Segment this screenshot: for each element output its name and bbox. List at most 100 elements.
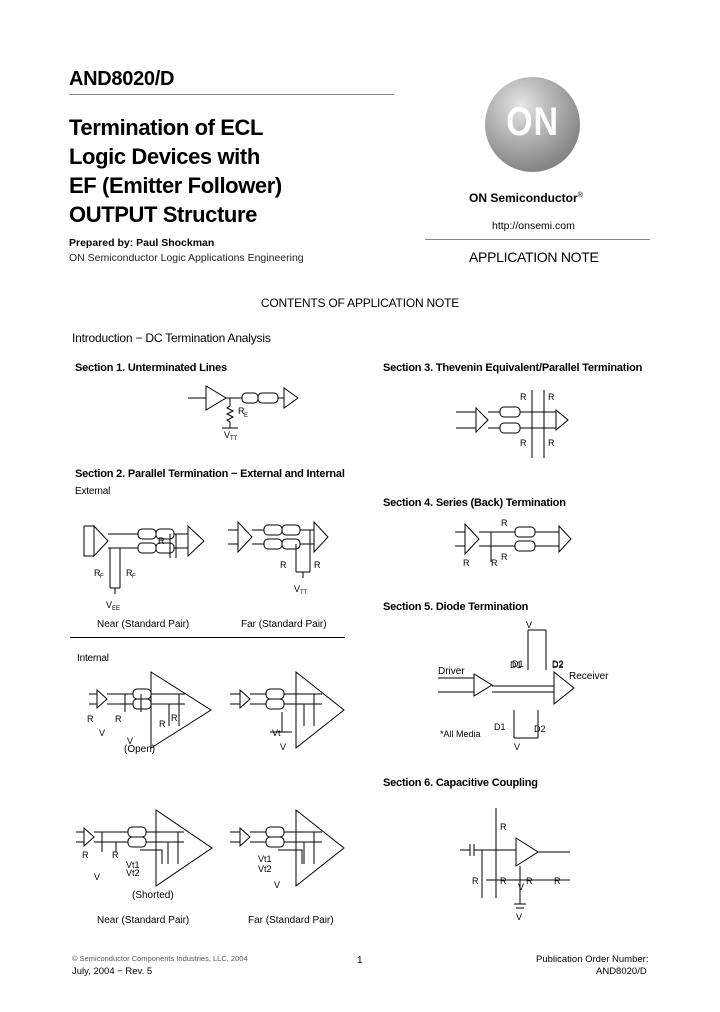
- svg-text:R: R: [548, 438, 555, 448]
- document-title: Termination of ECL Logic Devices with EF…: [69, 115, 282, 227]
- copyright-line: © Semiconductor Components Industries, L…: [72, 954, 248, 963]
- publication-order-label: Publication Order Number:: [536, 954, 649, 965]
- label-receiver: Receiver: [569, 671, 609, 682]
- svg-text:Vt1: Vt1: [126, 860, 140, 870]
- caption-near-internal: Near (Standard Pair): [97, 915, 190, 926]
- svg-text:D1: D1: [494, 722, 506, 732]
- svg-text:D2: D2: [534, 724, 546, 734]
- svg-text:R: R: [94, 568, 101, 578]
- svg-text:R: R: [171, 713, 178, 723]
- website-link[interactable]: http://onsemi.com: [492, 220, 575, 232]
- internal-subheading: Internal: [77, 653, 109, 664]
- svg-text:D2: D2: [552, 660, 564, 670]
- section-6-heading: Section 6. Capacitive Coupling: [383, 777, 538, 789]
- svg-text:R: R: [112, 850, 119, 860]
- brand-name: ON Semiconductor®: [469, 191, 583, 205]
- svg-text:Vt1: Vt1: [258, 854, 272, 864]
- svg-text:TT: TT: [230, 436, 238, 442]
- svg-text:R: R: [280, 560, 287, 570]
- svg-text:R: R: [520, 438, 527, 448]
- section-2-divider: [70, 637, 345, 638]
- svg-text:V: V: [106, 600, 112, 610]
- svg-text:Vt2: Vt2: [258, 864, 272, 874]
- svg-text:D1: D1: [510, 660, 522, 670]
- internal-far-schematic: VtV: [230, 670, 345, 752]
- svg-text:E: E: [244, 413, 248, 419]
- section-3-schematic: R R R R: [456, 390, 569, 458]
- external-subheading: External: [75, 486, 111, 497]
- section-3-heading: Section 3. Thevenin Equivalent/Parallel …: [383, 362, 643, 374]
- svg-text:R: R: [472, 876, 479, 886]
- svg-text:V: V: [514, 742, 520, 752]
- svg-text:Vt: Vt: [272, 728, 281, 738]
- contents-heading: CONTENTS OF APPLICATION NOTE: [260, 296, 460, 310]
- svg-text:R: R: [82, 850, 89, 860]
- registered-mark: ®: [577, 192, 583, 199]
- label-driver: Driver: [438, 666, 465, 677]
- intro-line: Introduction − DC Termination Analysis: [72, 331, 271, 345]
- diode-label-d1-top: D1: [512, 659, 524, 669]
- svg-text:EE: EE: [112, 606, 120, 612]
- svg-text:R: R: [159, 719, 166, 729]
- date-revision: July, 2004 − Rev. 5: [72, 966, 153, 977]
- svg-text:V: V: [127, 736, 133, 746]
- svg-text:R: R: [500, 822, 507, 832]
- author-line: Prepared by: Paul Shockman: [69, 237, 215, 249]
- svg-text:V: V: [294, 584, 300, 594]
- svg-text:V: V: [99, 728, 105, 738]
- svg-text:R: R: [548, 392, 555, 402]
- publication-order-number: AND8020/D: [596, 966, 647, 977]
- svg-text:V: V: [526, 620, 532, 630]
- svg-text:R: R: [526, 876, 533, 886]
- document-number: AND8020/D: [69, 68, 175, 90]
- caption-far-external: Far (Standard Pair): [241, 619, 327, 630]
- label-open: (Open): [124, 744, 156, 755]
- header-rule: [69, 94, 394, 95]
- svg-text:R: R: [158, 536, 165, 546]
- svg-text:V: V: [94, 872, 100, 882]
- svg-text:Vt2: Vt2: [126, 868, 140, 878]
- on-logo-icon: [485, 77, 580, 172]
- logo-lettering: ON: [506, 100, 559, 144]
- svg-text:R: R: [554, 876, 561, 886]
- label-shorted: (Shorted): [132, 890, 174, 901]
- svg-text:R: R: [520, 392, 527, 402]
- svg-text:R: R: [501, 552, 508, 562]
- svg-text:R: R: [126, 568, 133, 578]
- svg-text:V: V: [224, 430, 230, 440]
- diode-label-d2-top: D2: [552, 659, 564, 669]
- svg-text:V: V: [274, 880, 280, 890]
- svg-text:R: R: [115, 714, 122, 724]
- caption-near-external: Near (Standard Pair): [97, 619, 190, 630]
- section-5-heading: Section 5. Diode Termination: [383, 601, 529, 613]
- svg-text:R: R: [501, 518, 508, 528]
- label-all-media: *All Media: [440, 729, 481, 739]
- svg-text:R: R: [238, 406, 245, 416]
- svg-text:R: R: [463, 558, 470, 568]
- svg-text:R: R: [87, 714, 94, 724]
- caption-far-internal: Far (Standard Pair): [248, 915, 334, 926]
- section-1-heading: Section 1. Unterminated Lines: [75, 362, 227, 374]
- section-4-heading: Section 4. Series (Back) Termination: [383, 497, 566, 509]
- svg-text:F: F: [132, 574, 136, 580]
- document-type-label: APPLICATION NOTE: [469, 249, 599, 265]
- organization-line: ON Semiconductor Logic Applications Engi…: [69, 252, 304, 264]
- svg-text:R: R: [500, 876, 507, 886]
- sidebar-rule: [425, 239, 650, 240]
- brand-text: ON Semiconductor: [469, 191, 578, 205]
- svg-text:R: R: [314, 560, 321, 570]
- svg-text:V: V: [516, 912, 522, 922]
- page-number: 1: [357, 955, 363, 966]
- svg-text:F: F: [100, 574, 104, 580]
- svg-text:R: R: [491, 558, 498, 568]
- section-2-heading: Section 2. Parallel Termination − Extern…: [75, 468, 345, 480]
- svg-text:V: V: [280, 742, 286, 752]
